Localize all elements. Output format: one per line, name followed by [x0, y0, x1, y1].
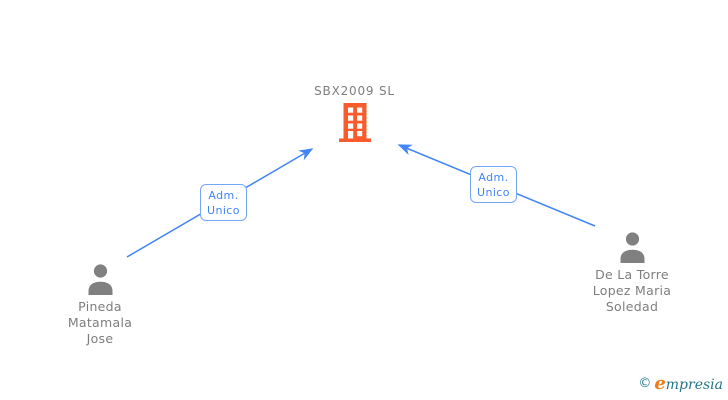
person-name-line: De La Torre [595, 267, 669, 282]
relation-label-line: Unico [477, 186, 510, 199]
relation-label-right[interactable]: Adm. Unico [470, 166, 517, 203]
company-name: SBX2009 SL [314, 84, 395, 98]
person-icon [619, 232, 646, 263]
company-building-icon [338, 103, 371, 142]
company-node[interactable]: SBX2009 SL [277, 84, 432, 146]
relation-label-left[interactable]: Adm. Unico [200, 184, 247, 221]
person-node-pineda[interactable]: Pineda Matamala Jose [37, 264, 163, 347]
person-name: De La Torre Lopez Maria Soledad [569, 267, 695, 315]
relation-label-line: Adm. [478, 171, 509, 184]
person-name-line: Pineda [78, 299, 122, 314]
empresia-logo[interactable]: ©empresia [638, 373, 723, 394]
person-icon [87, 264, 114, 295]
relation-label-line: Adm. [208, 189, 239, 202]
person-name-line: Lopez Maria [592, 283, 672, 298]
person-name-line: Matamala [67, 315, 133, 330]
person-name-line: Jose [86, 331, 114, 346]
person-name-line: Soledad [605, 299, 659, 314]
brand-name: mpresia [665, 377, 723, 393]
person-node-de-la-torre[interactable]: De La Torre Lopez Maria Soledad [569, 232, 695, 315]
brand-initial: e [654, 373, 666, 394]
copyright-symbol: © [638, 376, 652, 391]
relation-label-line: Unico [207, 204, 240, 217]
person-name: Pineda Matamala Jose [37, 299, 163, 347]
